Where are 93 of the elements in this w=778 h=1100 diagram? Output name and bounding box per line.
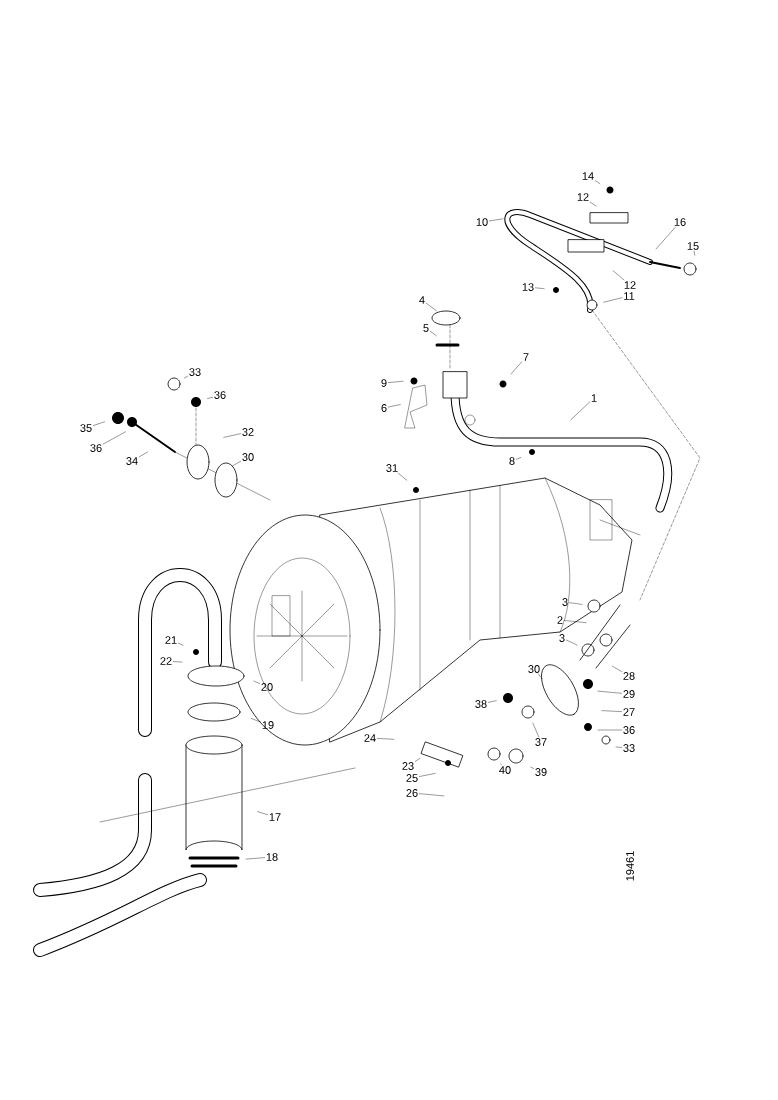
leader-line (184, 375, 188, 379)
leader-line (530, 767, 534, 769)
leader-line (173, 661, 183, 663)
leader-line (500, 763, 502, 766)
leader-line (245, 857, 265, 860)
callout-number: 18 (266, 853, 278, 861)
leader-line (535, 287, 545, 289)
leader-line (615, 746, 622, 748)
callout-number: 26 (406, 789, 418, 797)
leader-line (597, 729, 622, 731)
callout-number: 36 (90, 444, 102, 452)
leader-line (415, 758, 421, 762)
callout-number: 15 (687, 242, 699, 250)
callout-number: 36 (623, 726, 635, 734)
callout-number: 27 (623, 708, 635, 716)
callout-number: 1 (591, 394, 597, 402)
leader-line (388, 404, 401, 408)
leader-line (253, 680, 260, 684)
leader-line (597, 690, 622, 694)
leader-line (232, 461, 241, 467)
callout-number: 20 (261, 683, 273, 691)
leader-line (570, 401, 590, 420)
leader-line (564, 620, 587, 623)
leader-line (601, 710, 622, 712)
callout-number: 7 (523, 353, 529, 361)
callout-number: 17 (269, 813, 281, 821)
leader-line (207, 396, 213, 399)
leader-line (419, 773, 436, 777)
callout-number: 3 (562, 598, 568, 606)
leader-line (223, 433, 241, 438)
leader-line (251, 718, 261, 723)
callout-number: 38 (475, 700, 487, 708)
leader-line (613, 270, 625, 281)
callout-number: 24 (364, 734, 376, 742)
callout-number: 2 (557, 616, 563, 624)
callout-number: 32 (242, 428, 254, 436)
leader-line (590, 201, 597, 207)
leader-line (569, 602, 583, 605)
callout-number: 23 (402, 762, 414, 770)
callout-number: 37 (535, 738, 547, 746)
callout-number: 11 (624, 292, 635, 300)
callout-number: 16 (674, 218, 686, 226)
leader-line (488, 700, 497, 703)
leader-line (178, 642, 184, 646)
callout-number: 30 (528, 665, 540, 673)
leader-line (693, 250, 695, 256)
callout-number: 28 (623, 672, 635, 680)
leader-line (566, 639, 578, 646)
callout-number: 29 (623, 690, 635, 698)
leader-line (430, 331, 437, 336)
leader-line (516, 457, 522, 460)
callout-number: 30 (242, 453, 254, 461)
drawing-number: 19461 (626, 851, 634, 881)
callout-number: 14 (582, 172, 594, 180)
leader-line (103, 431, 126, 445)
callout-number: 36 (214, 391, 226, 399)
leader-line (510, 361, 522, 375)
leader-line (595, 180, 601, 184)
callout-number: 19 (262, 721, 274, 729)
callout-number: 3 (559, 634, 565, 642)
leader-line (93, 421, 105, 426)
callout-number: 8 (509, 457, 515, 465)
callout-number: 25 (406, 774, 418, 782)
callout-number: 33 (189, 368, 201, 376)
leader-line (603, 297, 623, 303)
leader-line (377, 738, 395, 740)
callout-number: 13 (522, 283, 534, 291)
callout-number: 4 (419, 296, 425, 304)
callout-number: 34 (126, 457, 138, 465)
callout-number: 12 (624, 281, 636, 289)
leader-line (388, 381, 404, 383)
callout-number: 5 (423, 324, 429, 332)
callout-number: 21 (165, 636, 177, 644)
callout-number: 35 (80, 424, 92, 432)
leader-line (612, 665, 622, 672)
callout-number: 40 (499, 766, 511, 774)
callout-number: 33 (623, 744, 635, 752)
callout-number: 12 (577, 193, 589, 201)
leader-line (257, 811, 268, 815)
leader-line (139, 451, 148, 457)
callout-number: 39 (535, 768, 547, 776)
leader-line (419, 793, 445, 797)
leader-line (426, 303, 437, 311)
leader-line (532, 722, 539, 738)
callout-number: 31 (386, 464, 398, 472)
leader-line (538, 673, 543, 679)
leader-line (489, 218, 504, 222)
leader-line (655, 226, 676, 250)
callout-number: 10 (476, 218, 488, 226)
callout-number: 6 (381, 404, 387, 412)
callout-number: 22 (160, 657, 172, 665)
leader-line (397, 472, 407, 481)
callout-number: 9 (381, 379, 387, 387)
